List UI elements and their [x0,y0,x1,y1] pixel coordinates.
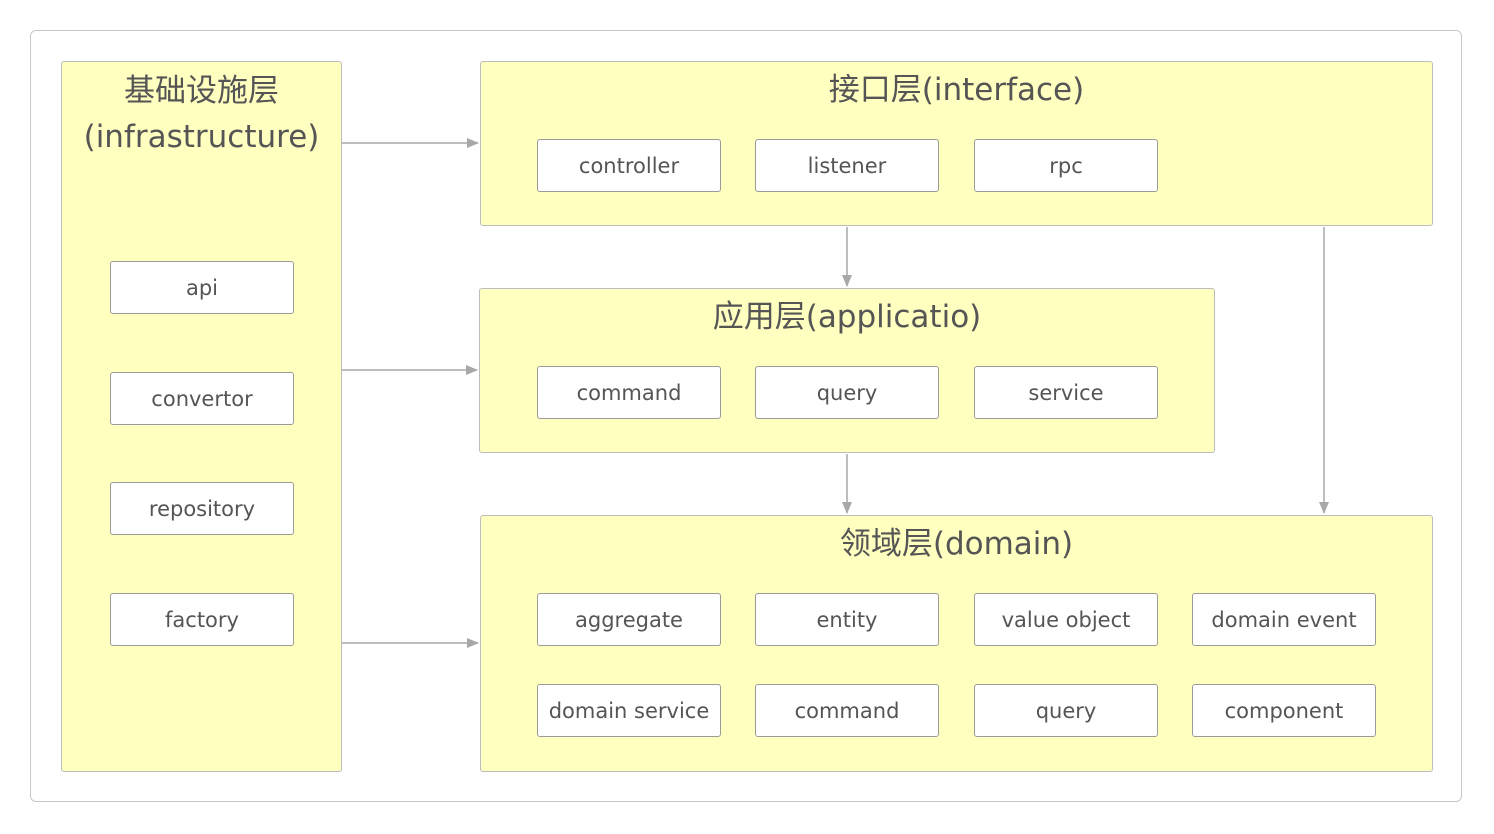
infrastructure-title-line2: (infrastructure) [83,119,320,155]
domain-item-value-object: value object [974,593,1158,646]
infrastructure-layer-title: 基础设施层 (infrastructure) [62,68,341,160]
infrastructure-item-convertor: convertor [110,372,294,425]
domain-item-domain-service: domain service [537,684,721,737]
domain-item-entity: entity [755,593,939,646]
interface-layer: 接口层(interface) controller listener rpc [480,61,1433,226]
domain-item-command: command [755,684,939,737]
domain-item-aggregate: aggregate [537,593,721,646]
application-item-query: query [755,366,939,419]
interface-layer-title: 接口层(interface) [828,72,1085,108]
application-item-command: command [537,366,721,419]
application-layer: 应用层(applicatio) command query service [479,288,1215,453]
interface-item-controller: controller [537,139,721,192]
infrastructure-layer: 基础设施层 (infrastructure) api convertor rep… [61,61,342,772]
domain-item-query: query [974,684,1158,737]
domain-item-domain-event: domain event [1192,593,1376,646]
application-layer-title: 应用层(applicatio) [712,299,982,335]
infrastructure-item-factory: factory [110,593,294,646]
interface-item-rpc: rpc [974,139,1158,192]
domain-layer-title: 领域层(domain) [839,526,1074,562]
interface-item-listener: listener [755,139,939,192]
infrastructure-item-repository: repository [110,482,294,535]
domain-layer: 领域层(domain) aggregate entity value objec… [480,515,1433,772]
infrastructure-title-line1: 基础设施层 [124,73,279,109]
infrastructure-item-api: api [110,261,294,314]
application-item-service: service [974,366,1158,419]
domain-item-component: component [1192,684,1376,737]
